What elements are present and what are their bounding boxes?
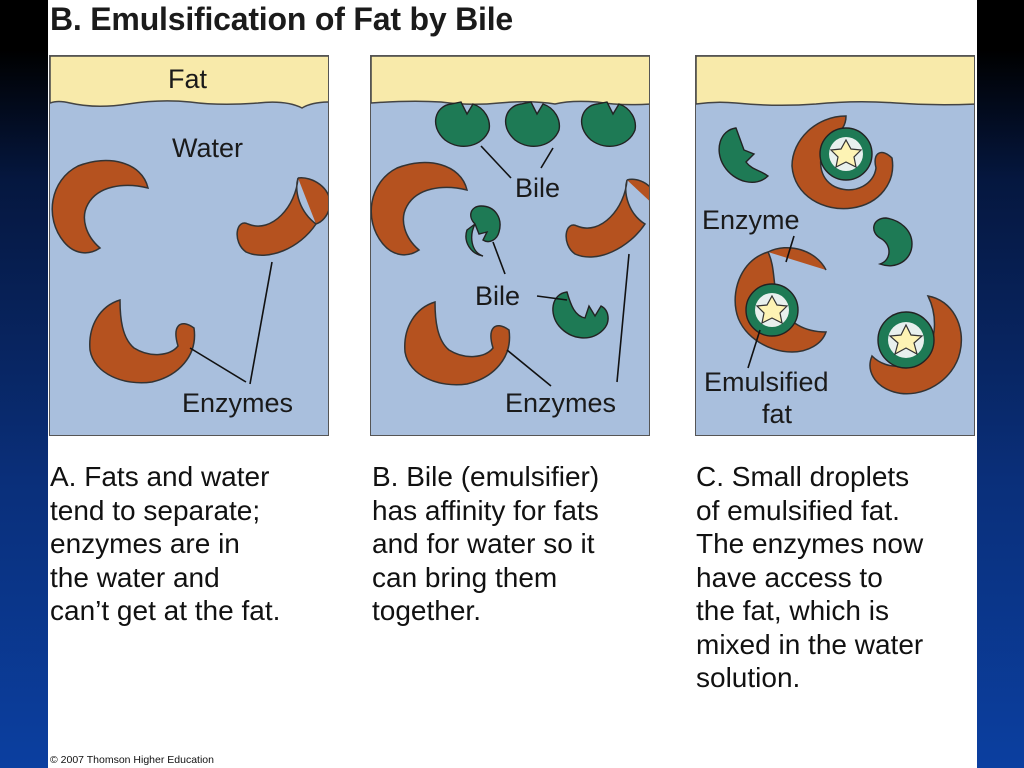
pointer-line bbox=[747, 329, 761, 369]
pointer-line bbox=[506, 349, 552, 387]
caption-line: C. Small droplets bbox=[696, 461, 910, 492]
enzymes-label: Enzymes bbox=[182, 388, 294, 418]
panel-c-illustration bbox=[696, 56, 974, 395]
panel-c: Enzyme Emulsified fat bbox=[695, 55, 975, 436]
bile-shape bbox=[718, 127, 770, 184]
bile-shape bbox=[580, 101, 637, 148]
enzyme-label: Enzyme bbox=[702, 205, 800, 235]
bile-shape bbox=[465, 205, 501, 257]
fat-layer bbox=[696, 56, 974, 107]
caption-line: can bring them bbox=[372, 561, 558, 593]
caption-line: together. bbox=[372, 595, 481, 626]
bile-shape bbox=[873, 217, 913, 267]
caption-line: A. Fats and water bbox=[50, 461, 270, 492]
caption-line: The enzymes now bbox=[696, 528, 924, 559]
pointer-line bbox=[249, 261, 273, 385]
pointer-line bbox=[785, 235, 795, 263]
caption-line: have access to bbox=[696, 561, 883, 593]
fat-layer bbox=[371, 56, 649, 106]
enzyme-shape bbox=[371, 161, 469, 256]
slide: B. Emulsification of Fat by Bile Fat Wat… bbox=[48, 0, 977, 768]
water-label: Water bbox=[172, 133, 244, 163]
enzyme-shape bbox=[51, 159, 150, 254]
caption-a: A. Fats and water tend to separate; enzy… bbox=[50, 460, 280, 628]
caption-line: the water and bbox=[50, 561, 220, 593]
bile-label-top: Bile bbox=[515, 173, 561, 203]
caption-line: solution. bbox=[696, 662, 801, 693]
pointer-line bbox=[480, 145, 512, 179]
pointer-line bbox=[536, 295, 568, 301]
enzymes-label: Enzymes bbox=[505, 388, 617, 418]
caption-b: B. Bile (emulsifier) has affinity for fa… bbox=[372, 460, 599, 628]
caption-line: B. Bile (emulsifier) bbox=[372, 461, 600, 492]
caption-line: mixed in the water bbox=[696, 628, 924, 660]
emulsified-fat-label: fat bbox=[762, 399, 793, 429]
enzyme-shape bbox=[89, 298, 196, 384]
fat-droplet-star bbox=[888, 323, 924, 356]
enzyme-shape bbox=[565, 178, 649, 258]
enzyme-shape bbox=[236, 177, 328, 256]
fat-label: Fat bbox=[168, 64, 208, 94]
caption-line: can’t get at the fat. bbox=[50, 595, 281, 626]
panel-a-illustration bbox=[50, 56, 328, 385]
caption-line: and for water so it bbox=[372, 528, 595, 559]
pointer-line bbox=[616, 253, 630, 383]
emulsified-label: Emulsified bbox=[704, 367, 829, 397]
panel-a: Fat Water Enzymes bbox=[49, 55, 329, 436]
fat-layer bbox=[50, 56, 328, 109]
panel-b: Bile Bile Enzymes bbox=[370, 55, 650, 436]
bile-label-mid: Bile bbox=[475, 281, 521, 311]
caption-line: of emulsified fat. bbox=[696, 494, 900, 526]
slide-title: B. Emulsification of Fat by Bile bbox=[50, 1, 513, 37]
pointer-line bbox=[540, 147, 554, 169]
bile-shape bbox=[434, 101, 491, 148]
bile-shape bbox=[504, 101, 561, 148]
caption-c: C. Small droplets of emulsified fat. The… bbox=[696, 460, 923, 695]
pointer-line bbox=[492, 241, 506, 275]
enzyme-shape bbox=[404, 300, 511, 386]
pointer-line bbox=[189, 347, 247, 383]
fat-droplet-star bbox=[755, 294, 789, 325]
caption-line: the fat, which is bbox=[696, 595, 889, 626]
panel-b-illustration bbox=[371, 56, 649, 387]
caption-line: enzymes are in bbox=[50, 528, 240, 559]
fat-droplet-star bbox=[829, 138, 863, 169]
copyright-notice: © 2007 Thomson Higher Education bbox=[50, 754, 214, 766]
caption-line: tend to separate; bbox=[50, 494, 261, 526]
bile-shape bbox=[552, 291, 609, 339]
caption-line: has affinity for fats bbox=[372, 494, 599, 526]
